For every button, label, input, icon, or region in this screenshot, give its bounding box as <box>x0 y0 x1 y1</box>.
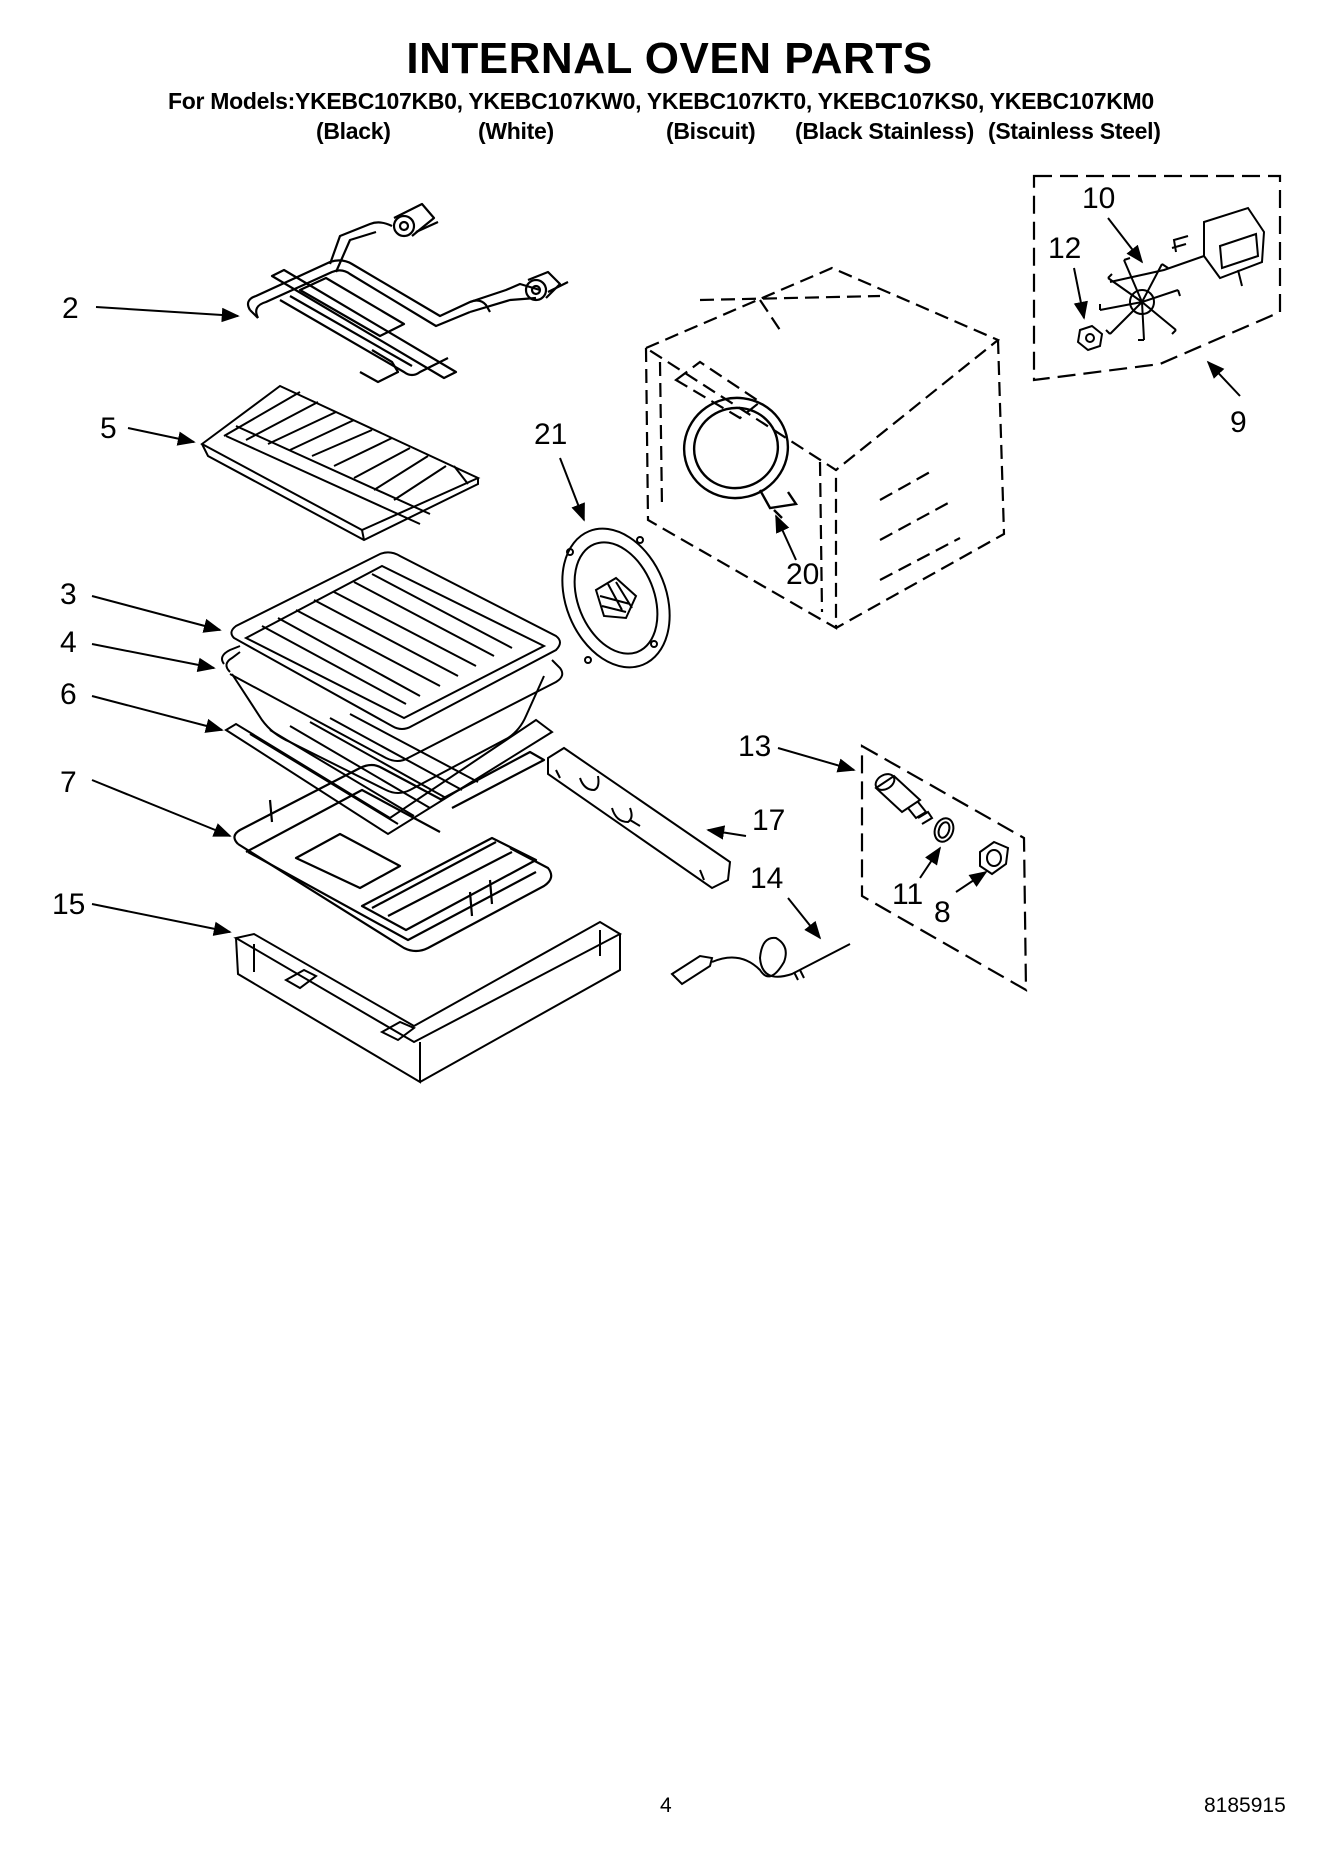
light-assembly-box <box>860 744 1028 992</box>
lens-nut <box>979 840 1010 876</box>
bottom-panel <box>233 920 623 1084</box>
bracket <box>547 746 732 890</box>
fan-cover <box>561 527 671 669</box>
callout-10: 10 <box>1082 182 1115 215</box>
callout-3: 3 <box>60 578 77 611</box>
color-black: (Black) <box>316 118 391 144</box>
document-number: 8185915 <box>1204 1794 1286 1817</box>
broil-pan <box>221 551 564 794</box>
callout-7: 7 <box>60 766 77 799</box>
fan-blade <box>1099 257 1181 341</box>
color-stainless-steel: (Stainless Steel) <box>988 118 1161 144</box>
page-number: 4 <box>660 1794 672 1817</box>
fan-nut <box>1076 324 1104 352</box>
gasket <box>933 817 955 843</box>
bake-element <box>233 750 553 953</box>
models-line: For Models:YKEBC107KB0, YKEBC107KW0, YKE… <box>168 88 1154 114</box>
fan-motor <box>1109 206 1266 287</box>
callout-12: 12 <box>1048 232 1081 265</box>
callout-9: 9 <box>1230 406 1247 439</box>
callout-13: 13 <box>738 730 771 763</box>
callout-8: 8 <box>934 896 951 929</box>
callout-4: 4 <box>60 626 77 659</box>
oven-cavity <box>643 266 1006 630</box>
broil-pan-grid <box>200 384 481 542</box>
color-white: (White) <box>478 118 554 144</box>
callout-2: 2 <box>62 292 79 325</box>
callout-20: 20 <box>786 558 819 591</box>
callout-21: 21 <box>534 418 567 451</box>
callout-14: 14 <box>750 862 783 895</box>
callout-6: 6 <box>60 678 77 711</box>
light-socket <box>874 773 934 825</box>
callout-17: 17 <box>752 804 785 837</box>
fan-motor-box <box>1032 174 1282 382</box>
color-black-stainless: (Black Stainless) <box>795 118 974 144</box>
page-title: INTERNAL OVEN PARTS <box>406 34 933 83</box>
callout-15: 15 <box>52 888 85 921</box>
convection-element <box>682 396 799 519</box>
leader-arrows <box>91 217 1241 940</box>
callout-5: 5 <box>100 412 117 445</box>
broil-element <box>246 202 569 384</box>
temperature-probe <box>670 936 851 986</box>
oven-rack <box>224 713 554 836</box>
color-biscuit: (Biscuit) <box>666 118 756 144</box>
callout-11: 11 <box>892 878 923 911</box>
